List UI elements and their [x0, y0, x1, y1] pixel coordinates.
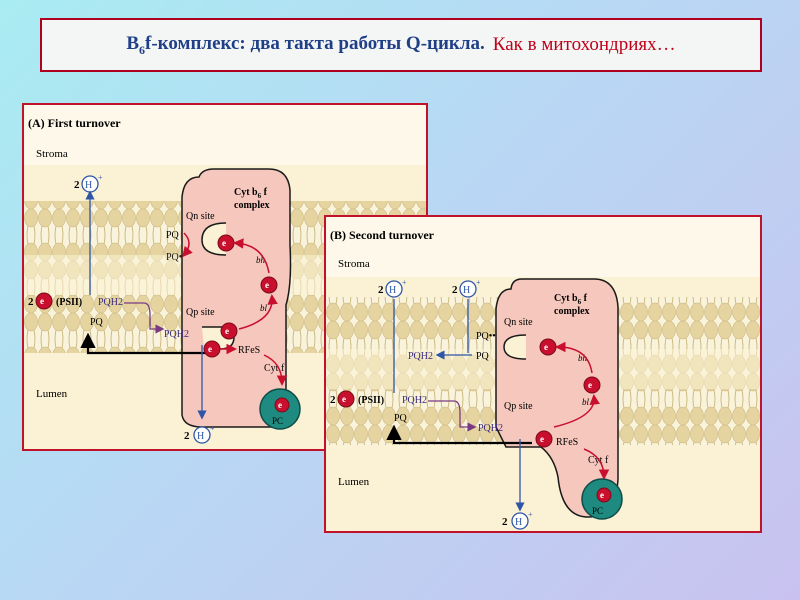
svg-text:bh: bh: [256, 255, 266, 265]
svg-text:+: +: [98, 173, 103, 182]
svg-text:e: e: [265, 280, 269, 290]
svg-text:H: H: [463, 285, 470, 296]
svg-text:PQH2: PQH2: [402, 395, 427, 406]
psii-label: (PSII): [56, 297, 82, 308]
stroma-label: Stroma: [338, 258, 370, 270]
svg-text:e: e: [208, 344, 212, 354]
slide-title: B6f-комплекс: два такта работы Q-цикла. …: [40, 18, 762, 72]
title-highlight: Как в митохондриях…: [492, 34, 676, 55]
svg-text:PC: PC: [272, 416, 283, 426]
svg-text:H: H: [197, 431, 204, 442]
svg-text:H: H: [389, 285, 396, 296]
proton-icon: [385, 280, 403, 298]
svg-text:+: +: [528, 510, 533, 519]
svg-text:2: 2: [330, 394, 336, 406]
svg-text:PQ: PQ: [394, 413, 408, 424]
proton-icon: [193, 426, 211, 444]
svg-text:+: +: [210, 424, 215, 433]
psii-label: (PSII): [358, 395, 384, 406]
complex-label: Cyt b6 f: [554, 293, 588, 306]
svg-text:+: +: [476, 278, 481, 287]
proton-icon: [511, 512, 529, 530]
svg-text:e: e: [540, 434, 544, 444]
cyt-b6f-complex: [495, 278, 619, 518]
title-main: B6f-комплекс: два такта работы Q-цикла.: [126, 32, 485, 57]
svg-text:H: H: [85, 180, 92, 191]
svg-text:bl: bl: [582, 397, 590, 407]
electron-icon: [35, 292, 53, 310]
svg-text:e: e: [342, 394, 346, 404]
svg-text:e: e: [225, 326, 229, 336]
proton-icon: [459, 280, 477, 298]
svg-text:2: 2: [502, 516, 508, 528]
pq-semiquinone-label: PQ•: [166, 252, 182, 263]
svg-text:2: 2: [28, 296, 34, 308]
pq-label: PQ: [166, 230, 180, 241]
panel-second-turnover: (B) Second turnover Stroma Lumen Cyt b6 …: [324, 215, 762, 533]
svg-text:e: e: [278, 400, 282, 410]
svg-text:bl: bl: [260, 303, 268, 313]
svg-text:e: e: [588, 380, 592, 390]
svg-text:H: H: [515, 517, 522, 528]
qn-site-label: Qn site: [186, 211, 215, 222]
svg-text:complex: complex: [554, 306, 590, 317]
svg-text:PC: PC: [592, 506, 603, 516]
lumen-label: Lumen: [36, 388, 68, 400]
svg-text:complex: complex: [234, 200, 270, 211]
panel-heading: (A) First turnover: [28, 116, 121, 130]
svg-text:e: e: [222, 238, 226, 248]
svg-text:bh: bh: [578, 353, 588, 363]
svg-text:e: e: [544, 342, 548, 352]
complex-label: Cyt b6 f: [234, 187, 268, 200]
svg-text:e: e: [40, 296, 44, 306]
qn-site-label: Qn site: [504, 317, 533, 328]
svg-text:e: e: [600, 490, 604, 500]
pqh2-qp-label: PQH2: [164, 329, 189, 340]
qp-site-label: Qp site: [504, 401, 533, 412]
svg-text:PQ••: PQ••: [476, 331, 496, 342]
rfes-label: RFeS: [238, 345, 260, 356]
svg-text:2: 2: [184, 430, 190, 442]
svg-text:PQ: PQ: [476, 351, 490, 362]
electron-icon: [337, 390, 355, 408]
qp-site-label: Qp site: [186, 307, 215, 318]
svg-text:PQ: PQ: [90, 317, 104, 328]
svg-text:2: 2: [452, 284, 458, 296]
pqh2-qp-label: PQH2: [478, 423, 503, 434]
svg-text:2: 2: [74, 179, 80, 191]
rfes-label: RFeS: [556, 437, 578, 448]
pqh2-stroma-label: PQH2: [408, 351, 433, 362]
pqh2-label: PQH2: [98, 297, 123, 308]
svg-text:2: 2: [378, 284, 384, 296]
lumen-label: Lumen: [338, 476, 370, 488]
stroma-label: Stroma: [36, 148, 68, 160]
panel-heading: (B) Second turnover: [330, 228, 435, 242]
svg-text:+: +: [402, 278, 407, 287]
cytf-label: Cyt f: [264, 363, 285, 374]
